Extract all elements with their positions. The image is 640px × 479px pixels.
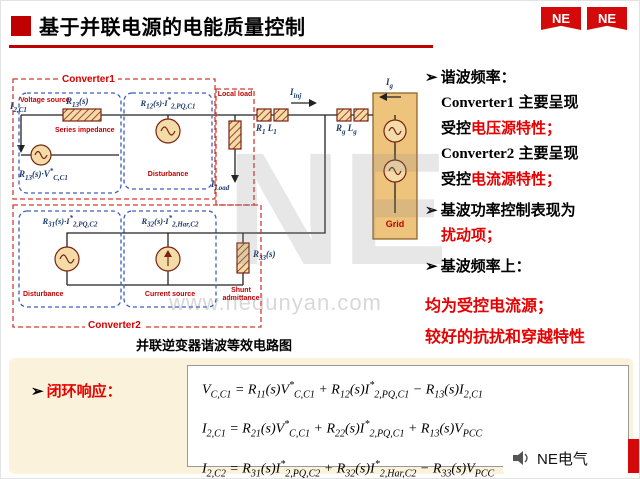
- bullet-text: 主要呈现: [514, 94, 579, 111]
- bullet-text-highlight: 较好的抗扰和穿越特性: [425, 329, 586, 346]
- label-i2c1: I2,C1: [10, 101, 27, 114]
- formula-label: ➢闭环响应：: [31, 380, 122, 401]
- disturbance2-subbox: [18, 210, 122, 308]
- bullet-line-6: ➢基波功率控制表现为: [425, 198, 639, 223]
- equation-2: I2,C1 = R21(s)V*C,C1 + R22(s)I*2,PQ,C1 +…: [202, 419, 483, 440]
- label-iinj: Iinj: [290, 87, 302, 100]
- wires: [20, 96, 401, 286]
- arrow-bullet-icon: ➢: [425, 69, 438, 86]
- voltage-source-subbox: [18, 92, 122, 194]
- label-local-load: Local load: [217, 91, 253, 98]
- label-r31i: R31(s)·I*2,PQ,C2: [42, 214, 98, 229]
- ne-logo-flag-1: NE: [541, 7, 581, 30]
- load-resistor-icon: [228, 120, 242, 150]
- resistor-icon: [62, 108, 102, 122]
- label-current-source: Current source: [144, 291, 196, 298]
- label-r13v: R13(s)·V*C,C1: [19, 167, 68, 182]
- brand-bar: NE电气: [503, 442, 629, 474]
- brand-name: NE电气: [537, 450, 588, 468]
- ne-logo-flag-2: NE: [587, 7, 627, 30]
- disturbance1-subbox: [123, 92, 213, 190]
- label-converter2: Converter2: [85, 320, 144, 331]
- label-grid: Grid: [385, 219, 405, 229]
- label-r13: R13(s): [66, 96, 89, 109]
- bullet-text-highlight: 扰动项；: [441, 227, 502, 244]
- key-points-panel: ➢谐波频率： Converter1 主要呈现 受控电压源特性； Converte…: [425, 65, 639, 350]
- label-series-impedance: Series impedance: [55, 127, 115, 134]
- label-r1l1: R1 L1: [256, 123, 277, 136]
- bullet-text: 基波频率上：: [440, 258, 531, 275]
- bullet-line-4: Converter2 主要呈现: [425, 141, 639, 167]
- arrow-bullet-icon: ➢: [31, 383, 44, 400]
- bullet-text: 主要呈现: [514, 145, 579, 162]
- inductor-icon: [353, 108, 369, 122]
- bullet-text: 受控: [441, 171, 472, 188]
- label-converter1: Converter1: [59, 74, 118, 85]
- label-rglg: Rg Lg: [336, 123, 357, 136]
- bullet-line-9: 均为受控电流源；: [425, 294, 639, 319]
- label-shunt-admittance: Shunt admittance: [222, 287, 260, 303]
- bullet-line-1: ➢谐波频率：: [425, 65, 639, 90]
- bullet-text-en: Converter2: [441, 146, 515, 162]
- bullet-line-8: ➢基波频率上：: [425, 254, 639, 279]
- bullet-text: 谐波频率：: [440, 69, 516, 86]
- bullet-text-highlight: 电流源特性；: [471, 171, 562, 188]
- local-load-box: [215, 88, 255, 206]
- circuit-diagram: Converter1 Converter2 Voltage source Ser…: [7, 63, 421, 355]
- bullet-line-7: 扰动项；: [425, 223, 639, 248]
- source-symbols: [34, 126, 402, 266]
- bullet-line-3: 受控电压源特性；: [425, 116, 639, 141]
- label-r33: R33(s): [253, 249, 276, 262]
- resistor-icon: [336, 108, 352, 122]
- title-underline: [9, 45, 433, 48]
- arrow-bullet-icon: ➢: [425, 258, 438, 275]
- arrowheads: [17, 93, 387, 183]
- arrow-bullet-icon: ➢: [425, 202, 438, 219]
- equation-1: VC,C1 = R11(s)V*C,C1 + R12(s)I*2,PQ,C1 −…: [202, 380, 483, 401]
- inductor-icon: [273, 108, 289, 122]
- converter2-box: [12, 204, 262, 328]
- resistor-icon: [256, 108, 272, 122]
- label-iload: ILoad: [211, 179, 230, 192]
- diagram-caption: 并联逆变器谐波等效电路图: [135, 338, 292, 353]
- title-bullet-square: [11, 16, 31, 36]
- current-arrow-icon: [164, 250, 172, 257]
- bullet-line-2: Converter1 主要呈现: [425, 90, 639, 116]
- label-r12i: R12(s)·I*2,PQ,C1: [140, 96, 196, 111]
- formula-label-text: 闭环响应：: [46, 383, 122, 400]
- label-disturbance-1: Disturbance: [147, 171, 189, 178]
- label-disturbance-2: Disturbance: [23, 291, 64, 298]
- bullet-line-10: 较好的抗扰和穿越特性: [425, 325, 639, 350]
- bullet-line-5: 受控电流源特性；: [425, 167, 639, 192]
- bullet-text-en: Converter1: [441, 95, 515, 111]
- bullet-text-highlight: 均为受控电流源；: [425, 298, 554, 315]
- label-r32i: R32(s)·I*2,Har,C2: [141, 214, 199, 229]
- bullet-text: 受控: [441, 120, 472, 137]
- equation-3: I2,C2 = R31(s)I*2,PQ,C2 + R32(s)I*2,Har,…: [202, 458, 495, 479]
- bullet-text: 基波功率控制表现为: [440, 202, 576, 219]
- label-ig: Ig: [386, 77, 394, 90]
- speaker-icon: [513, 451, 528, 465]
- shunt-admittance-icon: [236, 242, 250, 274]
- bullet-text-highlight: 电压源特性；: [471, 120, 562, 137]
- current-source-subbox: [123, 210, 217, 308]
- red-edge-tab: [628, 439, 639, 473]
- page-title: 基于并联电源的电能质量控制: [39, 17, 306, 39]
- label-voltage-source: Voltage source: [20, 97, 70, 104]
